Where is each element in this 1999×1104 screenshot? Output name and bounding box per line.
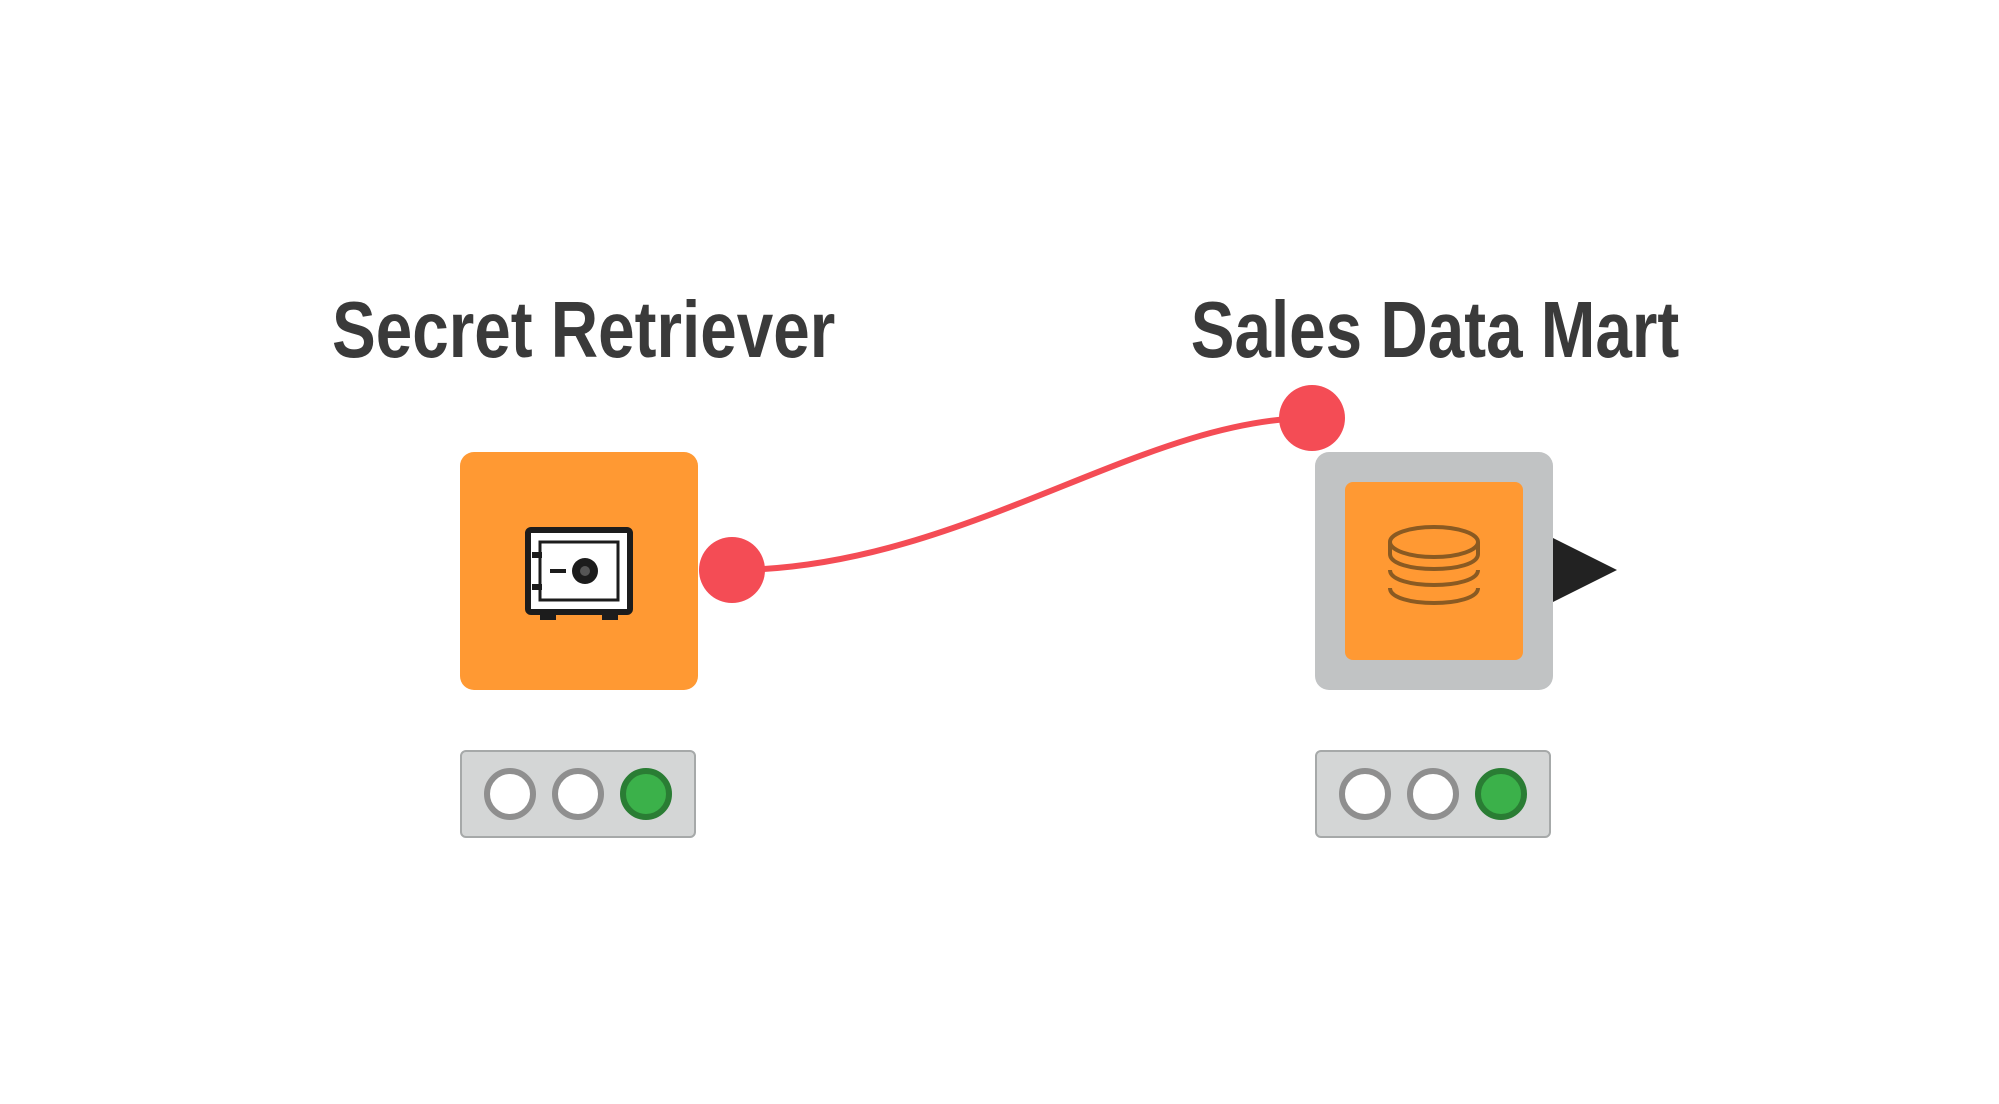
- status-indicator-secret-retriever: [460, 750, 696, 838]
- status-light-red: [1339, 768, 1391, 820]
- input-port-sales-data-mart[interactable]: [1279, 385, 1345, 451]
- node-title-secret-retriever[interactable]: Secret Retriever: [332, 285, 836, 374]
- node-sales-data-mart[interactable]: [1315, 452, 1553, 690]
- connection-line[interactable]: [731, 415, 1313, 573]
- output-port-secret-retriever[interactable]: [699, 537, 765, 603]
- output-port-sales-data-mart[interactable]: [1553, 538, 1617, 602]
- node-title-sales-data-mart[interactable]: Sales Data Mart: [1190, 285, 1680, 374]
- status-light-green: [1475, 768, 1527, 820]
- status-light-yellow: [1407, 768, 1459, 820]
- safe-icon: [525, 527, 633, 620]
- status-light-red: [484, 768, 536, 820]
- database-icon: [1388, 525, 1480, 605]
- status-light-yellow: [552, 768, 604, 820]
- status-light-green: [620, 768, 672, 820]
- node-secret-retriever[interactable]: [460, 452, 698, 690]
- status-indicator-sales-data-mart: [1315, 750, 1551, 838]
- node-inner-panel: [1345, 482, 1523, 660]
